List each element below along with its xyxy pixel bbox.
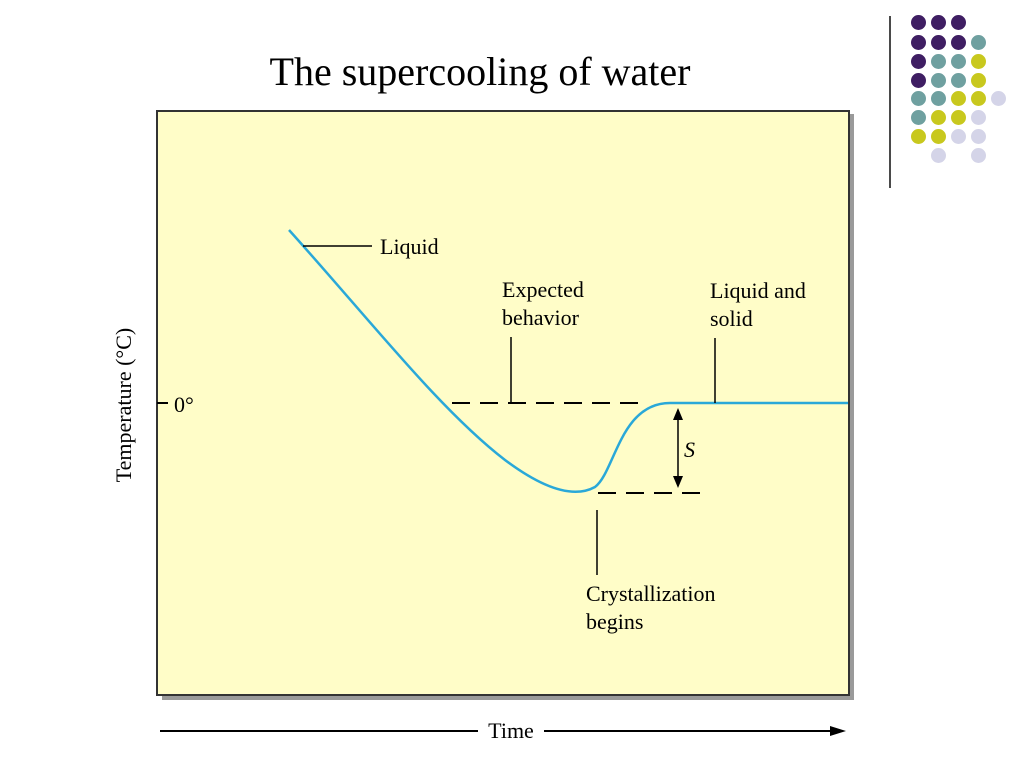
supercooling-arrow-head-up bbox=[673, 408, 683, 420]
crystallization-label-line1: Crystallization bbox=[586, 581, 716, 606]
zero-tick-label: 0° bbox=[174, 392, 194, 417]
time-axis-arrowhead bbox=[830, 726, 846, 736]
liquid-and-solid-label-line2: solid bbox=[710, 306, 753, 331]
slide-title: The supercooling of water bbox=[269, 49, 691, 94]
liquid-and-solid-label-line1: Liquid and bbox=[710, 278, 806, 303]
crystallization-label-line2: begins bbox=[586, 609, 643, 634]
time-axis-label: Time bbox=[488, 718, 534, 743]
expected-behavior-label-line2: behavior bbox=[502, 305, 580, 330]
liquid-label: Liquid bbox=[380, 234, 439, 259]
expected-behavior-label-line1: Expected bbox=[502, 277, 584, 302]
cooling-curve bbox=[288, 229, 848, 493]
supercooling-arrow-head-down bbox=[673, 476, 683, 488]
y-axis-label: Temperature (°C) bbox=[111, 328, 136, 482]
supercooling-symbol: S bbox=[684, 437, 695, 462]
vertical-divider bbox=[889, 16, 891, 188]
